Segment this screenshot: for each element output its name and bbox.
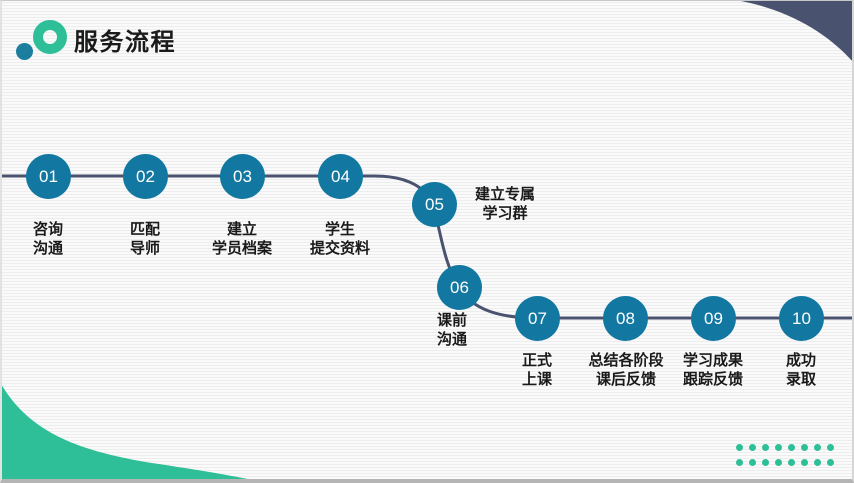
step-label-line: 沟通 xyxy=(436,331,467,348)
step-label-line: 跟踪反馈 xyxy=(682,371,743,388)
step-label-02: 匹配 导师 xyxy=(83,220,207,258)
step-label-line: 咨询 xyxy=(32,221,63,238)
step-circle-06: 06 xyxy=(437,265,482,310)
dot-icon xyxy=(749,444,756,451)
step-label-07: 正式 上课 xyxy=(475,351,599,389)
step-label-line: 建立 xyxy=(226,221,257,238)
step-label-line: 提交资料 xyxy=(309,240,370,257)
logo-dot-icon xyxy=(16,43,33,60)
dot-icon xyxy=(762,459,769,466)
step-circle-07: 07 xyxy=(515,296,560,341)
step-label-line: 学习成果 xyxy=(682,352,743,369)
step-label-06: 课前 沟通 xyxy=(390,311,514,349)
step-circle-04: 04 xyxy=(318,154,363,199)
step-label-line: 成功 xyxy=(785,352,816,369)
step-label-03: 建立 学员档案 xyxy=(180,220,304,258)
page-title: 服务流程 xyxy=(74,29,176,56)
step-label-line: 学员档案 xyxy=(211,240,272,257)
dot-icon xyxy=(801,459,808,466)
dot-icon xyxy=(814,444,821,451)
dot-grid-decoration xyxy=(736,444,834,466)
step-label-line: 匹配 xyxy=(129,221,160,238)
step-label-10: 成功 录取 xyxy=(739,351,854,389)
dot-icon xyxy=(775,444,782,451)
dot-icon xyxy=(801,444,808,451)
step-label-line: 建立专属 xyxy=(474,186,535,203)
step-label-line: 课后反馈 xyxy=(595,371,656,388)
step-label-line: 导师 xyxy=(129,240,160,257)
dot-icon xyxy=(827,444,834,451)
step-label-08: 总结各阶段 课后反馈 xyxy=(564,351,688,389)
step-label-04: 学生 提交资料 xyxy=(278,220,402,258)
step-label-05: 建立专属 学习群 xyxy=(443,185,567,223)
step-label-line: 学生 xyxy=(324,221,355,238)
corner-shape-bottom-left xyxy=(0,382,266,483)
step-circle-01: 01 xyxy=(26,154,71,199)
dot-icon xyxy=(736,459,743,466)
step-circle-10: 10 xyxy=(779,296,824,341)
logo-ring-icon xyxy=(33,20,67,54)
step-label-line: 正式 xyxy=(521,352,552,369)
step-circle-02: 02 xyxy=(123,154,168,199)
step-label-01: 咨询 沟通 xyxy=(0,220,110,258)
step-label-line: 课前 xyxy=(436,312,467,329)
step-label-line: 录取 xyxy=(785,371,816,388)
step-label-line: 上课 xyxy=(521,371,552,388)
step-label-09: 学习成果 跟踪反馈 xyxy=(651,351,775,389)
step-circle-05: 05 xyxy=(412,182,457,227)
dot-icon xyxy=(788,444,795,451)
dot-icon xyxy=(827,459,834,466)
dot-icon xyxy=(788,459,795,466)
step-label-line: 总结各阶段 xyxy=(588,352,664,369)
step-label-line: 沟通 xyxy=(32,240,63,257)
dot-icon xyxy=(814,459,821,466)
dot-icon xyxy=(736,444,743,451)
step-circle-09: 09 xyxy=(691,296,736,341)
corner-shape-top-right xyxy=(736,0,854,63)
dot-icon xyxy=(749,459,756,466)
step-circle-03: 03 xyxy=(220,154,265,199)
step-circle-08: 08 xyxy=(603,296,648,341)
step-label-line: 学习群 xyxy=(482,205,528,222)
dot-icon xyxy=(775,459,782,466)
dot-icon xyxy=(762,444,769,451)
